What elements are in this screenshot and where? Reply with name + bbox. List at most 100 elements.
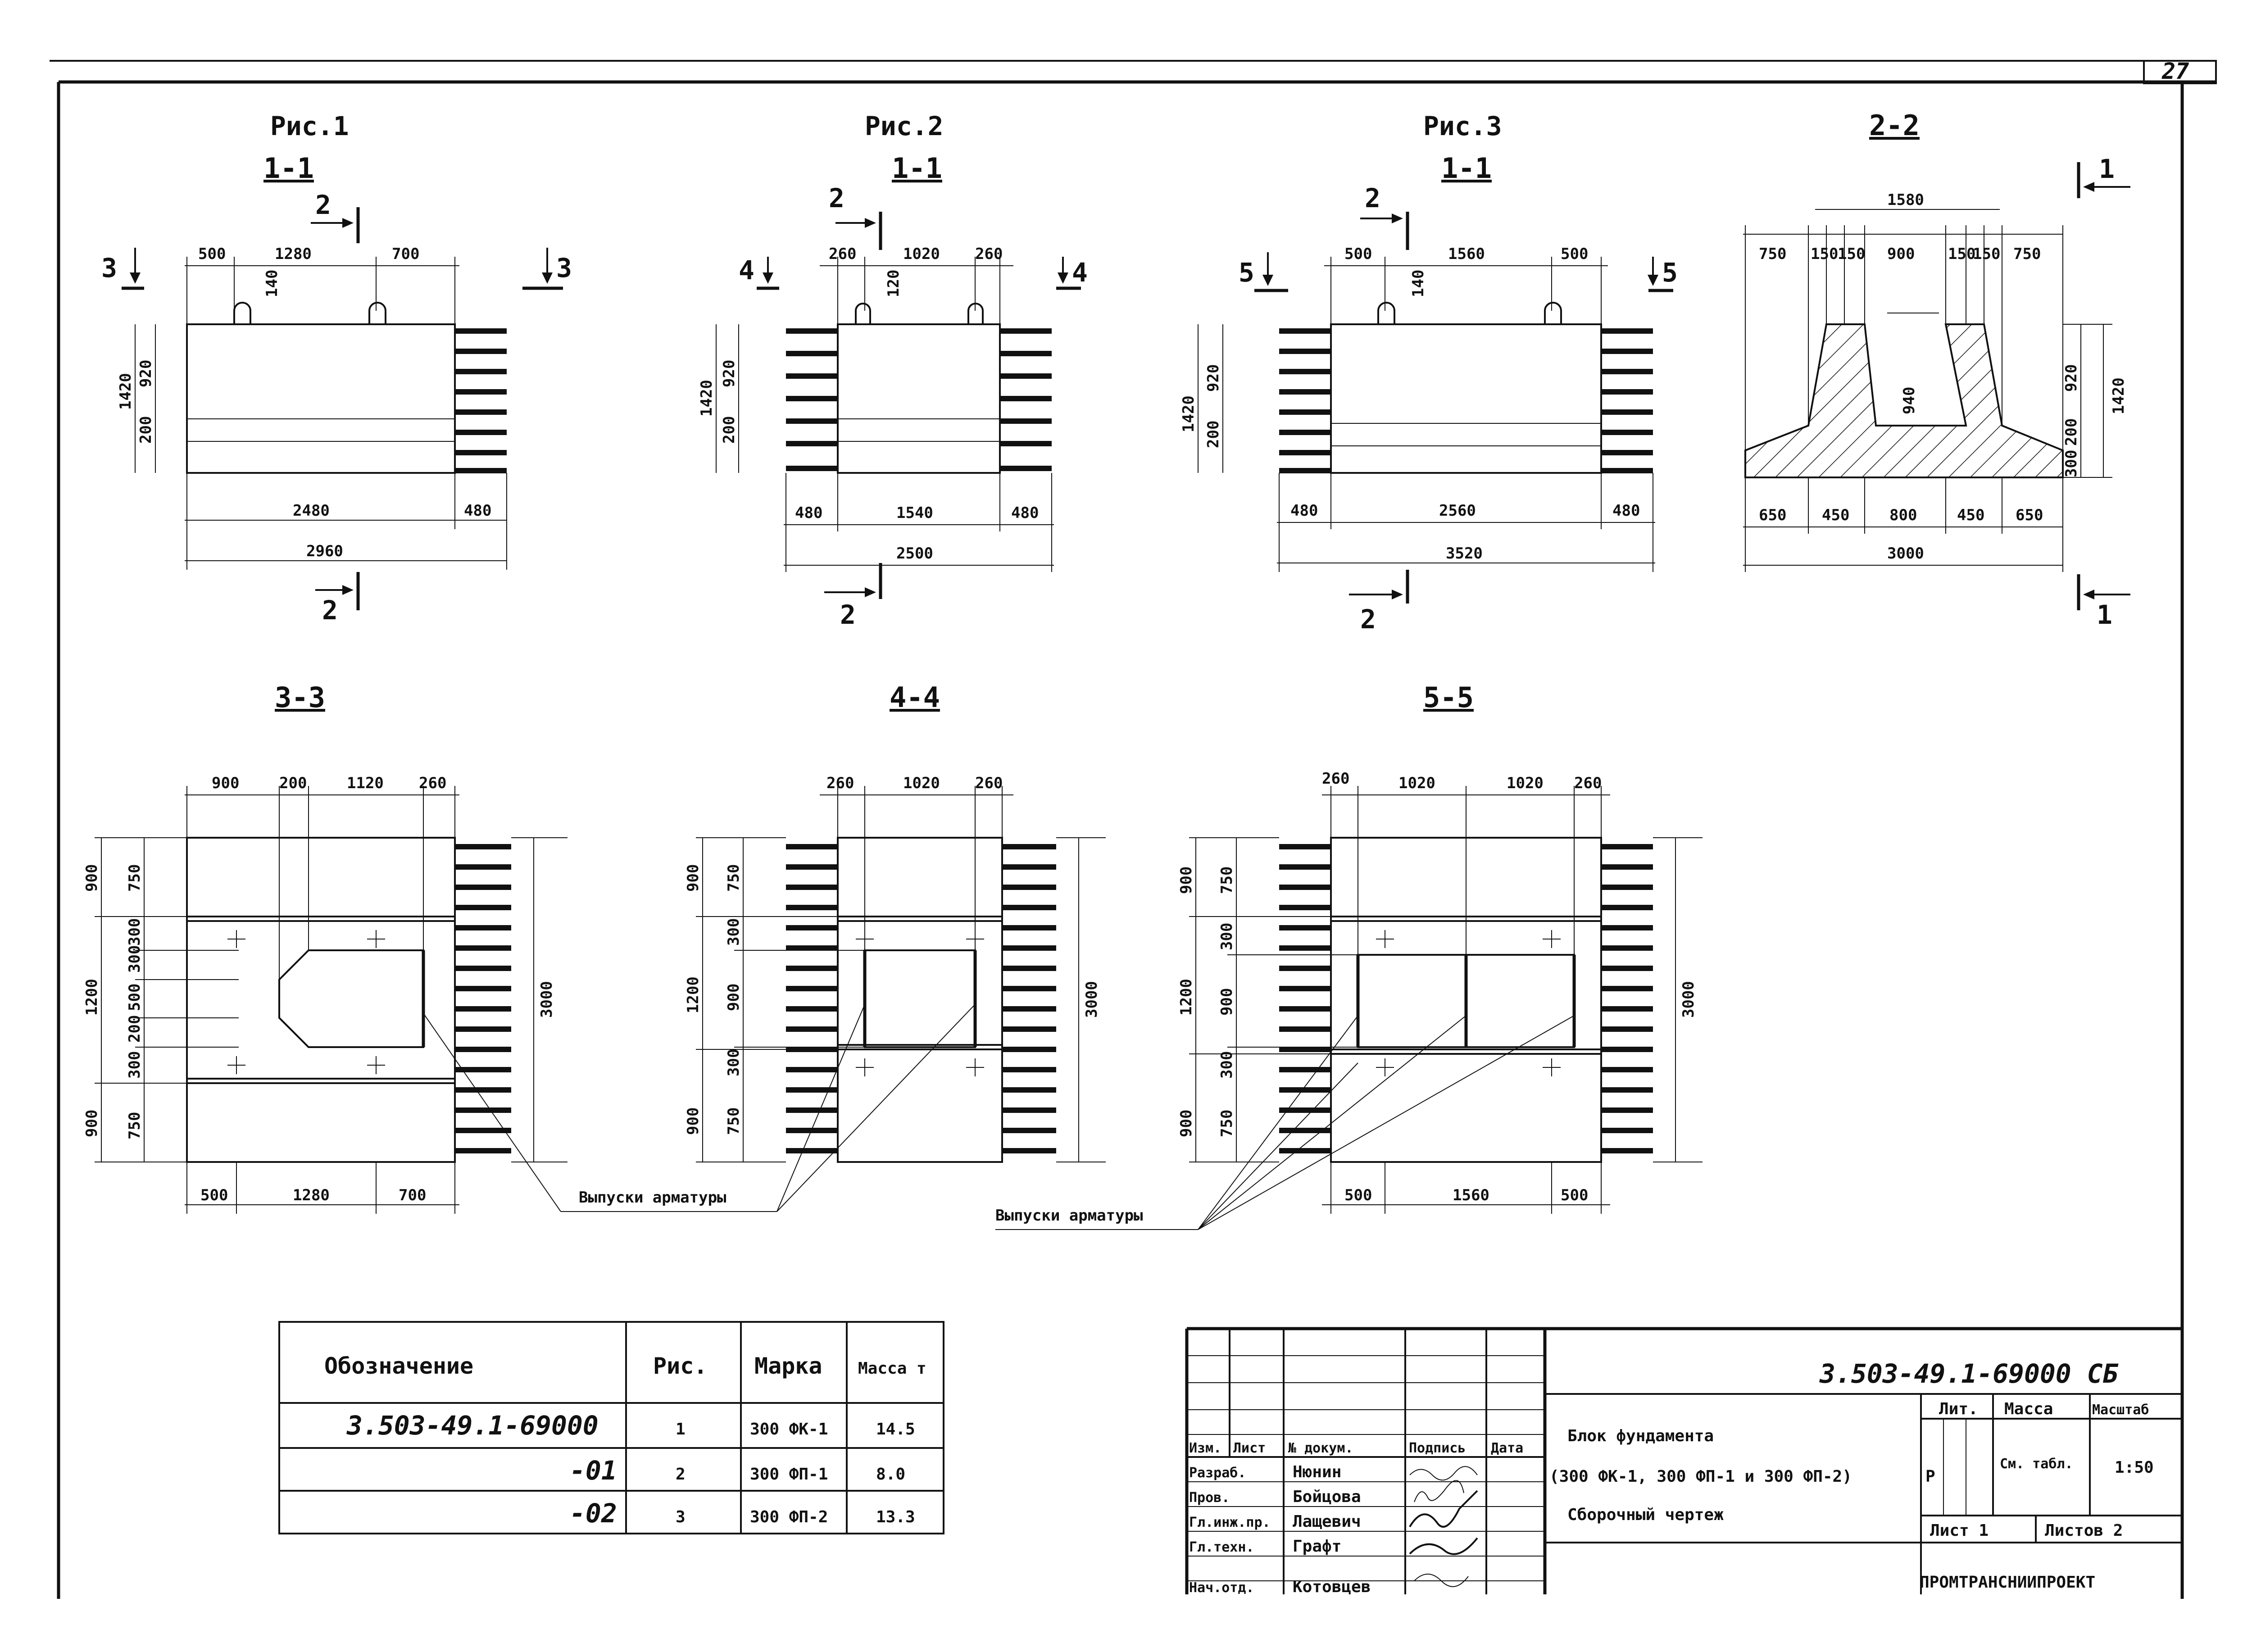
dim-44-li2: 900 (725, 984, 743, 1011)
svg-text:4: 4 (739, 255, 754, 286)
plan-33-title: 3-3 (275, 681, 325, 714)
svg-text:300 ФК-1: 300 ФК-1 (750, 1420, 828, 1439)
tb-head-doc: № докум. (1288, 1440, 1353, 1456)
svg-text:2: 2 (315, 190, 331, 220)
tb-name-0: Нюнин (1293, 1463, 1341, 1481)
plan-55-title: 5-5 (1423, 681, 1474, 714)
dim-22-r1: 200 (2062, 418, 2080, 446)
cut-mark-2-fig3: 2 2 (1349, 183, 1409, 635)
page-number: 27 (2161, 58, 2189, 84)
svg-text:2: 2 (840, 599, 856, 630)
svg-text:-02: -02 (570, 1498, 617, 1529)
dim-55-top-2: 1020 (1507, 774, 1544, 792)
dim-fig3-height: 1420 (1180, 395, 1198, 432)
dim-33-li2: 300 (126, 945, 144, 973)
dim-fig3-bottom-1: 2560 (1439, 502, 1476, 520)
dim-55-lo1: 1200 (1177, 979, 1195, 1016)
dim-55-li0: 750 (1218, 867, 1236, 894)
dim-33-lo2: 900 (83, 1110, 101, 1137)
tb-lit-label: Лит. (1939, 1400, 1978, 1418)
dim-22-inner: 940 (1900, 387, 1918, 414)
figure-2-section: 1-1 (892, 152, 942, 185)
tb-sheet: Лист 1 (1930, 1521, 1989, 1540)
svg-text:2: 2 (1365, 183, 1380, 213)
dim-33-lo1: 1200 (83, 979, 101, 1016)
figure-3-label: Рис.3 (1423, 111, 1502, 141)
dim-22-t0: 750 (1759, 245, 1786, 263)
dim-22-total: 3000 (1887, 545, 1924, 563)
svg-text:2: 2 (829, 183, 844, 213)
dim-22-t5: 150 (1973, 245, 2000, 263)
spec-header-designation: Обозначение (324, 1353, 473, 1379)
tb-scale-label: Масштаб (2092, 1402, 2149, 1418)
svg-text:3.503-49.1-69000: 3.503-49.1-69000 (346, 1410, 599, 1441)
svg-text:2: 2 (1360, 604, 1376, 635)
svg-text:14.5: 14.5 (876, 1420, 915, 1439)
svg-text:300 ФП-1: 300 ФП-1 (750, 1465, 828, 1484)
cut-mark-2-fig2: 2 2 (824, 183, 882, 630)
tb-code: 3.503-49.1-69000 СБ (1819, 1358, 2119, 1389)
figure-1-section: 1-1 (263, 152, 314, 185)
dim-fig2-top-2: 260 (975, 245, 1003, 263)
dim-fig1-bottom-1: 480 (464, 502, 491, 520)
dim-fig3-top-0: 500 (1344, 245, 1372, 263)
dim-22-r2: 300 (2062, 450, 2080, 477)
dim-55-top-1: 1020 (1398, 774, 1435, 792)
sheet-frame: 27 (50, 58, 2217, 1599)
svg-text:3: 3 (676, 1508, 686, 1526)
dim-55-top-0: 260 (1322, 770, 1349, 788)
dim-33-top-1: 200 (279, 774, 307, 792)
table-row: -01 2 300 ФП-1 8.0 (570, 1455, 905, 1486)
svg-text:4: 4 (1072, 257, 1088, 288)
section-2-2: 2-2 1580 750 150 150 900 150 150 750 940… (1743, 109, 2130, 630)
svg-text:8.0: 8.0 (876, 1465, 905, 1484)
plan-44-outline (837, 837, 1003, 1163)
dim-55-li4: 750 (1218, 1110, 1236, 1137)
title-block: Изм. Лист № докум. Подпись Дата Разраб. … (1185, 1327, 2182, 1596)
dim-44-li4: 750 (725, 1107, 743, 1135)
svg-text:3: 3 (101, 253, 117, 283)
lifting-loop-1 (233, 302, 251, 324)
spec-table: Обозначение Рис. Марка Масса т 3.503-49.… (278, 1321, 944, 1534)
dim-33-li3: 500 (126, 984, 144, 1011)
dim-33-li4: 200 (126, 1015, 144, 1043)
tb-name-2: Лащевич (1293, 1512, 1361, 1531)
tb-role-0: Разраб. (1189, 1465, 1246, 1481)
tb-name-1: Бойцова (1293, 1488, 1361, 1506)
dim-22-b0: 650 (1759, 506, 1786, 524)
dim-fig2-v1: 200 (720, 416, 738, 444)
block-elevation-2 (837, 323, 1001, 474)
rebar-outlets-fig3 (1279, 328, 1653, 473)
figure-2-label: Рис.2 (865, 111, 944, 141)
dim-22-b2: 800 (1889, 506, 1917, 524)
plan-3-3: 3-3 900 200 1120 260 (83, 681, 568, 1214)
dim-fig3-bottom-0: 480 (1290, 502, 1318, 520)
plan-4-4: 4-4 260 10 (684, 681, 1106, 1163)
dim-33-li1: 300 (126, 918, 144, 946)
dim-fig1-bottom-0: 2480 (293, 502, 330, 520)
dim-55-lo2: 900 (1177, 1110, 1195, 1137)
cut-mark-5: 5 5 (1239, 252, 1678, 292)
dim-44-lo2: 900 (684, 1107, 702, 1135)
spec-header-fig: Рис. (653, 1353, 707, 1379)
rebar-outlets-plan33 (455, 844, 511, 1153)
cut-mark-3: 3 3 (101, 248, 572, 290)
svg-text:2: 2 (676, 1465, 686, 1484)
tb-name-4: Котовцев (1293, 1578, 1371, 1596)
dim-33-b1: 1280 (293, 1186, 330, 1204)
dim-55-li2: 900 (1218, 988, 1236, 1016)
figure-3-section: 1-1 (1441, 152, 1492, 185)
dim-fig3-v1: 200 (1204, 421, 1222, 448)
svg-text:300 ФП-2: 300 ФП-2 (750, 1508, 828, 1526)
rebar-outlets-fig2 (786, 328, 1052, 471)
dim-fig1-height: 1420 (117, 373, 135, 410)
dim-44-li0: 750 (725, 864, 743, 892)
svg-text:13.3: 13.3 (876, 1508, 915, 1526)
dim-fig1-total: 2960 (306, 542, 343, 560)
signatures (1409, 1466, 1478, 1587)
dim-22-t6: 750 (2013, 245, 2041, 263)
cut-mark-2-fig1: 2 2 (311, 190, 360, 626)
dim-22-height: 1420 (2110, 377, 2128, 414)
dim-fig2-bottom-0: 480 (795, 504, 822, 522)
